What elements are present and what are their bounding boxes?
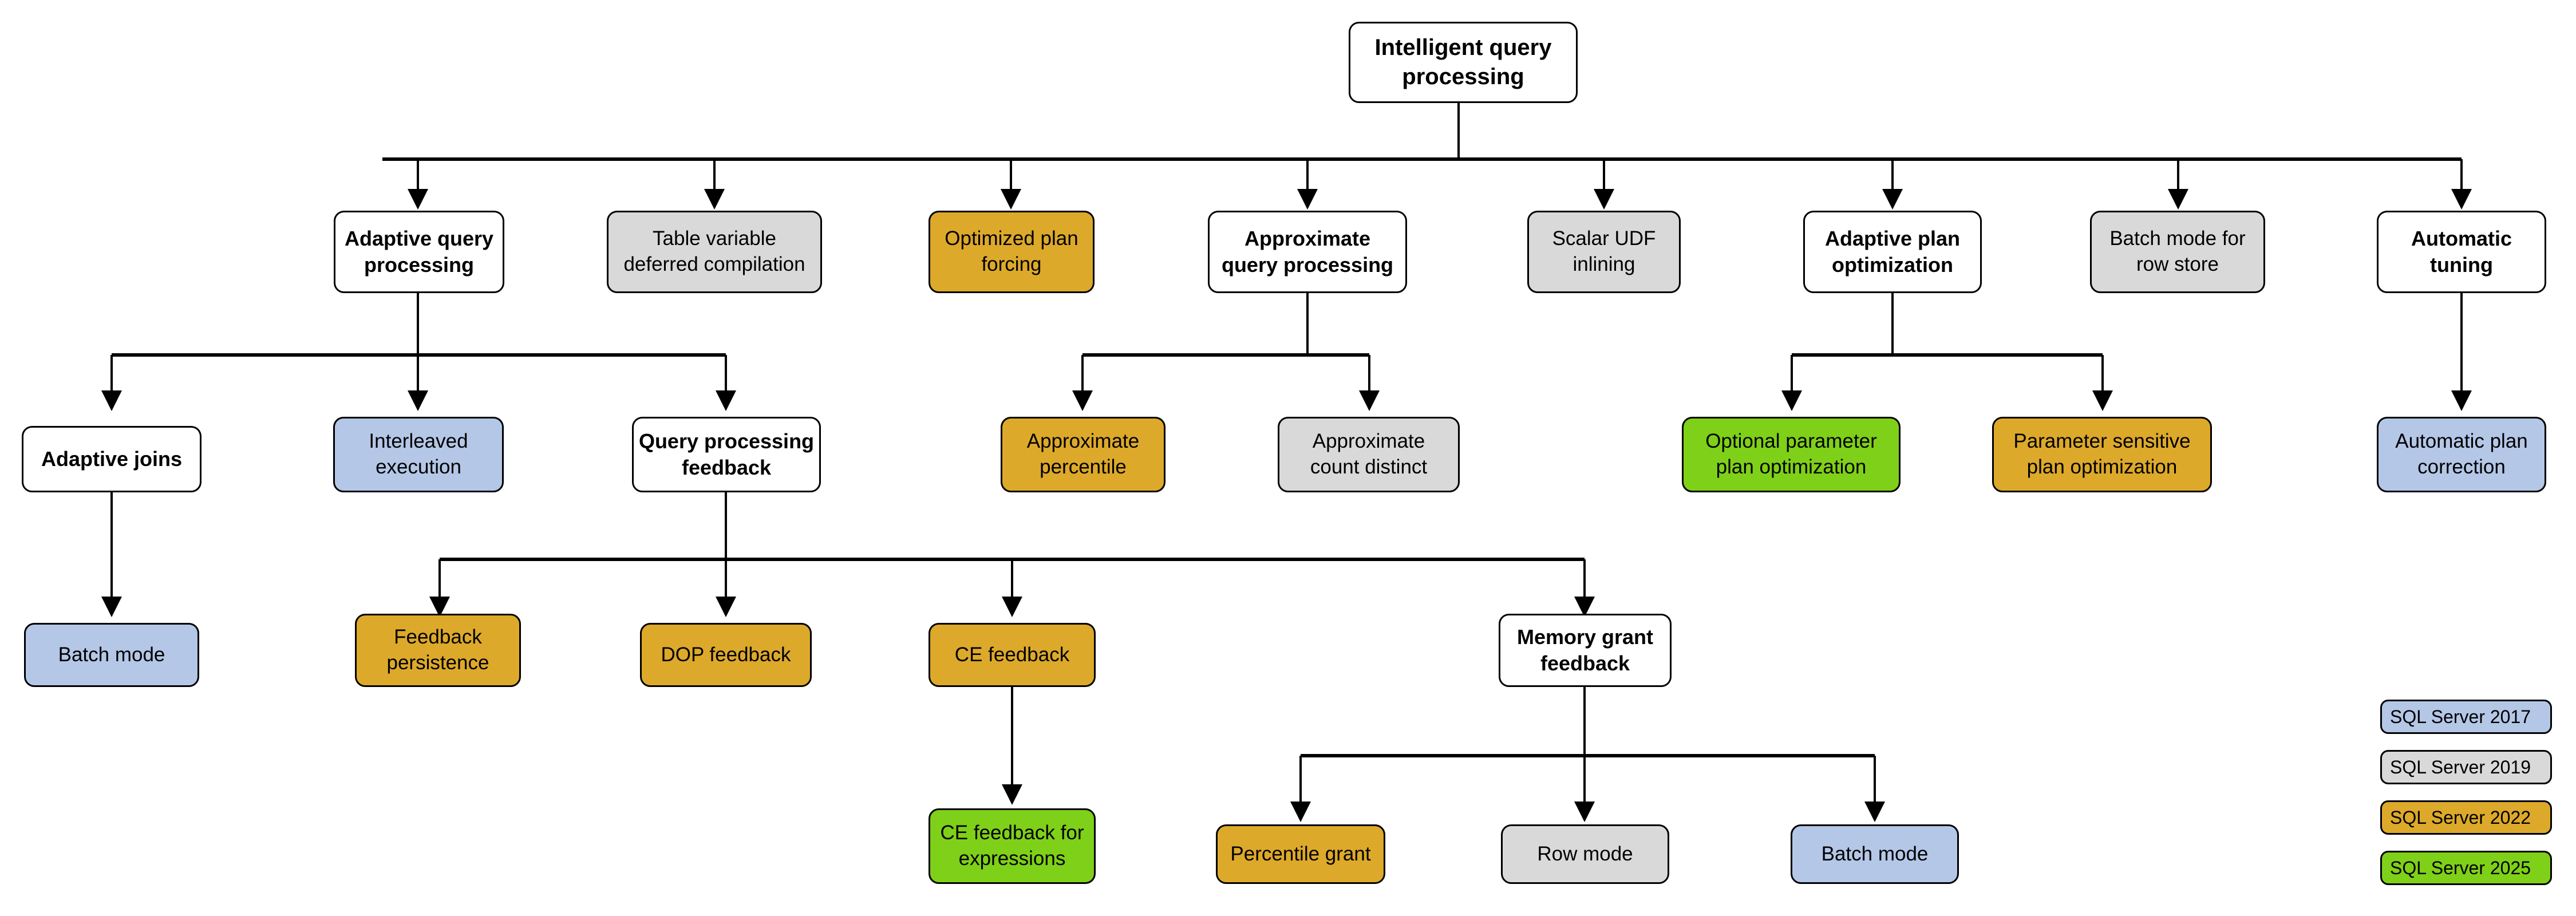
node-approximate-query-processing[interactable]: Approximate query processing [1208,211,1407,293]
node-parameter-sensitive-plan-optimization[interactable]: Parameter sensitive plan optimization [1992,417,2212,492]
node-automatic-tuning[interactable]: Automatic tuning [2377,211,2546,293]
node-adaptive-plan-optimization[interactable]: Adaptive plan optimization [1803,211,1982,293]
node-scalar-udf-inlining[interactable]: Scalar UDF inlining [1527,211,1681,293]
legend-label: SQL Server 2017 [2390,706,2531,727]
legend-label: SQL Server 2025 [2390,857,2531,878]
node-optional-parameter-plan-optimization[interactable]: Optional parameter plan optimization [1682,417,1901,492]
node-approximate-count-distinct[interactable]: Approximate count distinct [1278,417,1460,492]
legend-item-sql-server-2022: SQL Server 2022 [2380,800,2552,835]
node-percentile-grant[interactable]: Percentile grant [1216,824,1385,884]
node-interleaved-execution[interactable]: Interleaved execution [333,417,504,492]
node-query-processing-feedback[interactable]: Query processing feedback [632,417,821,492]
legend-label: SQL Server 2022 [2390,807,2531,828]
legend-item-sql-server-2017: SQL Server 2017 [2380,700,2552,734]
node-feedback-persistence[interactable]: Feedback persistence [355,614,521,687]
node-automatic-plan-correction[interactable]: Automatic plan correction [2377,417,2546,492]
node-optimized-plan-forcing[interactable]: Optimized plan forcing [929,211,1095,293]
node-adaptive-joins[interactable]: Adaptive joins [22,426,202,492]
node-approximate-percentile[interactable]: Approximate percentile [1001,417,1165,492]
node-batch-mode-for-row-store[interactable]: Batch mode for row store [2090,211,2265,293]
legend-item-sql-server-2019: SQL Server 2019 [2380,750,2552,784]
legend-item-sql-server-2025: SQL Server 2025 [2380,851,2552,885]
node-table-variable-deferred-compilation[interactable]: Table variable deferred compilation [607,211,822,293]
node-row-mode[interactable]: Row mode [1501,824,1669,884]
node-batch-mode-adaptive-joins[interactable]: Batch mode [24,623,199,687]
node-dop-feedback[interactable]: DOP feedback [640,623,812,687]
legend-label: SQL Server 2019 [2390,756,2531,777]
node-batch-mode-memory-grant[interactable]: Batch mode [1791,824,1959,884]
node-memory-grant-feedback[interactable]: Memory grant feedback [1499,614,1672,687]
node-intelligent-query-processing[interactable]: Intelligent query processing [1349,22,1578,103]
node-ce-feedback[interactable]: CE feedback [929,623,1096,687]
node-adaptive-query-processing[interactable]: Adaptive query processing [334,211,504,293]
node-ce-feedback-for-expressions[interactable]: CE feedback for expressions [929,808,1096,884]
